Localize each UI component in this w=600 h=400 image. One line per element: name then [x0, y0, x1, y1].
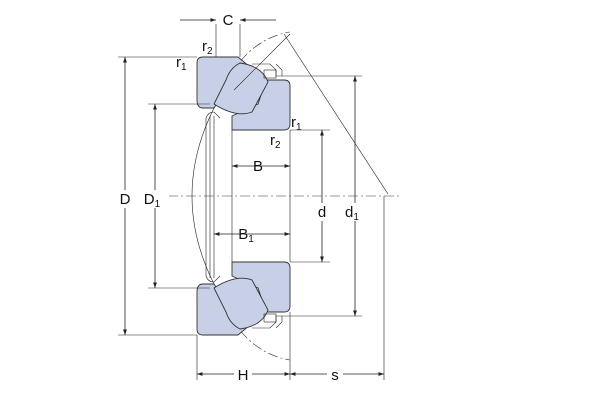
label-H: H: [238, 367, 249, 384]
contact-angle-line: [283, 33, 389, 195]
label-B: B: [253, 158, 263, 175]
label-C: C: [223, 12, 234, 29]
roller-top: [213, 62, 269, 115]
label-D: D: [120, 191, 131, 208]
shaft-washer-top: [231, 79, 291, 131]
spherical-arc: [191, 107, 215, 285]
cage-top-tab: [263, 69, 277, 79]
label-d: d: [318, 204, 326, 221]
label-s: s: [331, 367, 339, 384]
cage-bottom-tab: [263, 313, 277, 323]
sleeve-bottom-hook: [205, 275, 221, 283]
label-r1-mid: r1: [291, 114, 302, 133]
label-r2-top: r2: [202, 38, 213, 57]
label-d1: d1: [345, 204, 359, 223]
contact-angle-line-2: [233, 33, 291, 91]
label-D1: D1: [144, 191, 161, 210]
label-B1: B1: [238, 226, 254, 245]
label-r2-mid: r2: [270, 132, 281, 151]
shaft-washer-bottom: [231, 261, 291, 313]
roller-bottom: [213, 277, 269, 330]
sleeve-top-hook: [205, 111, 221, 119]
label-r1-top: r1: [176, 54, 187, 73]
